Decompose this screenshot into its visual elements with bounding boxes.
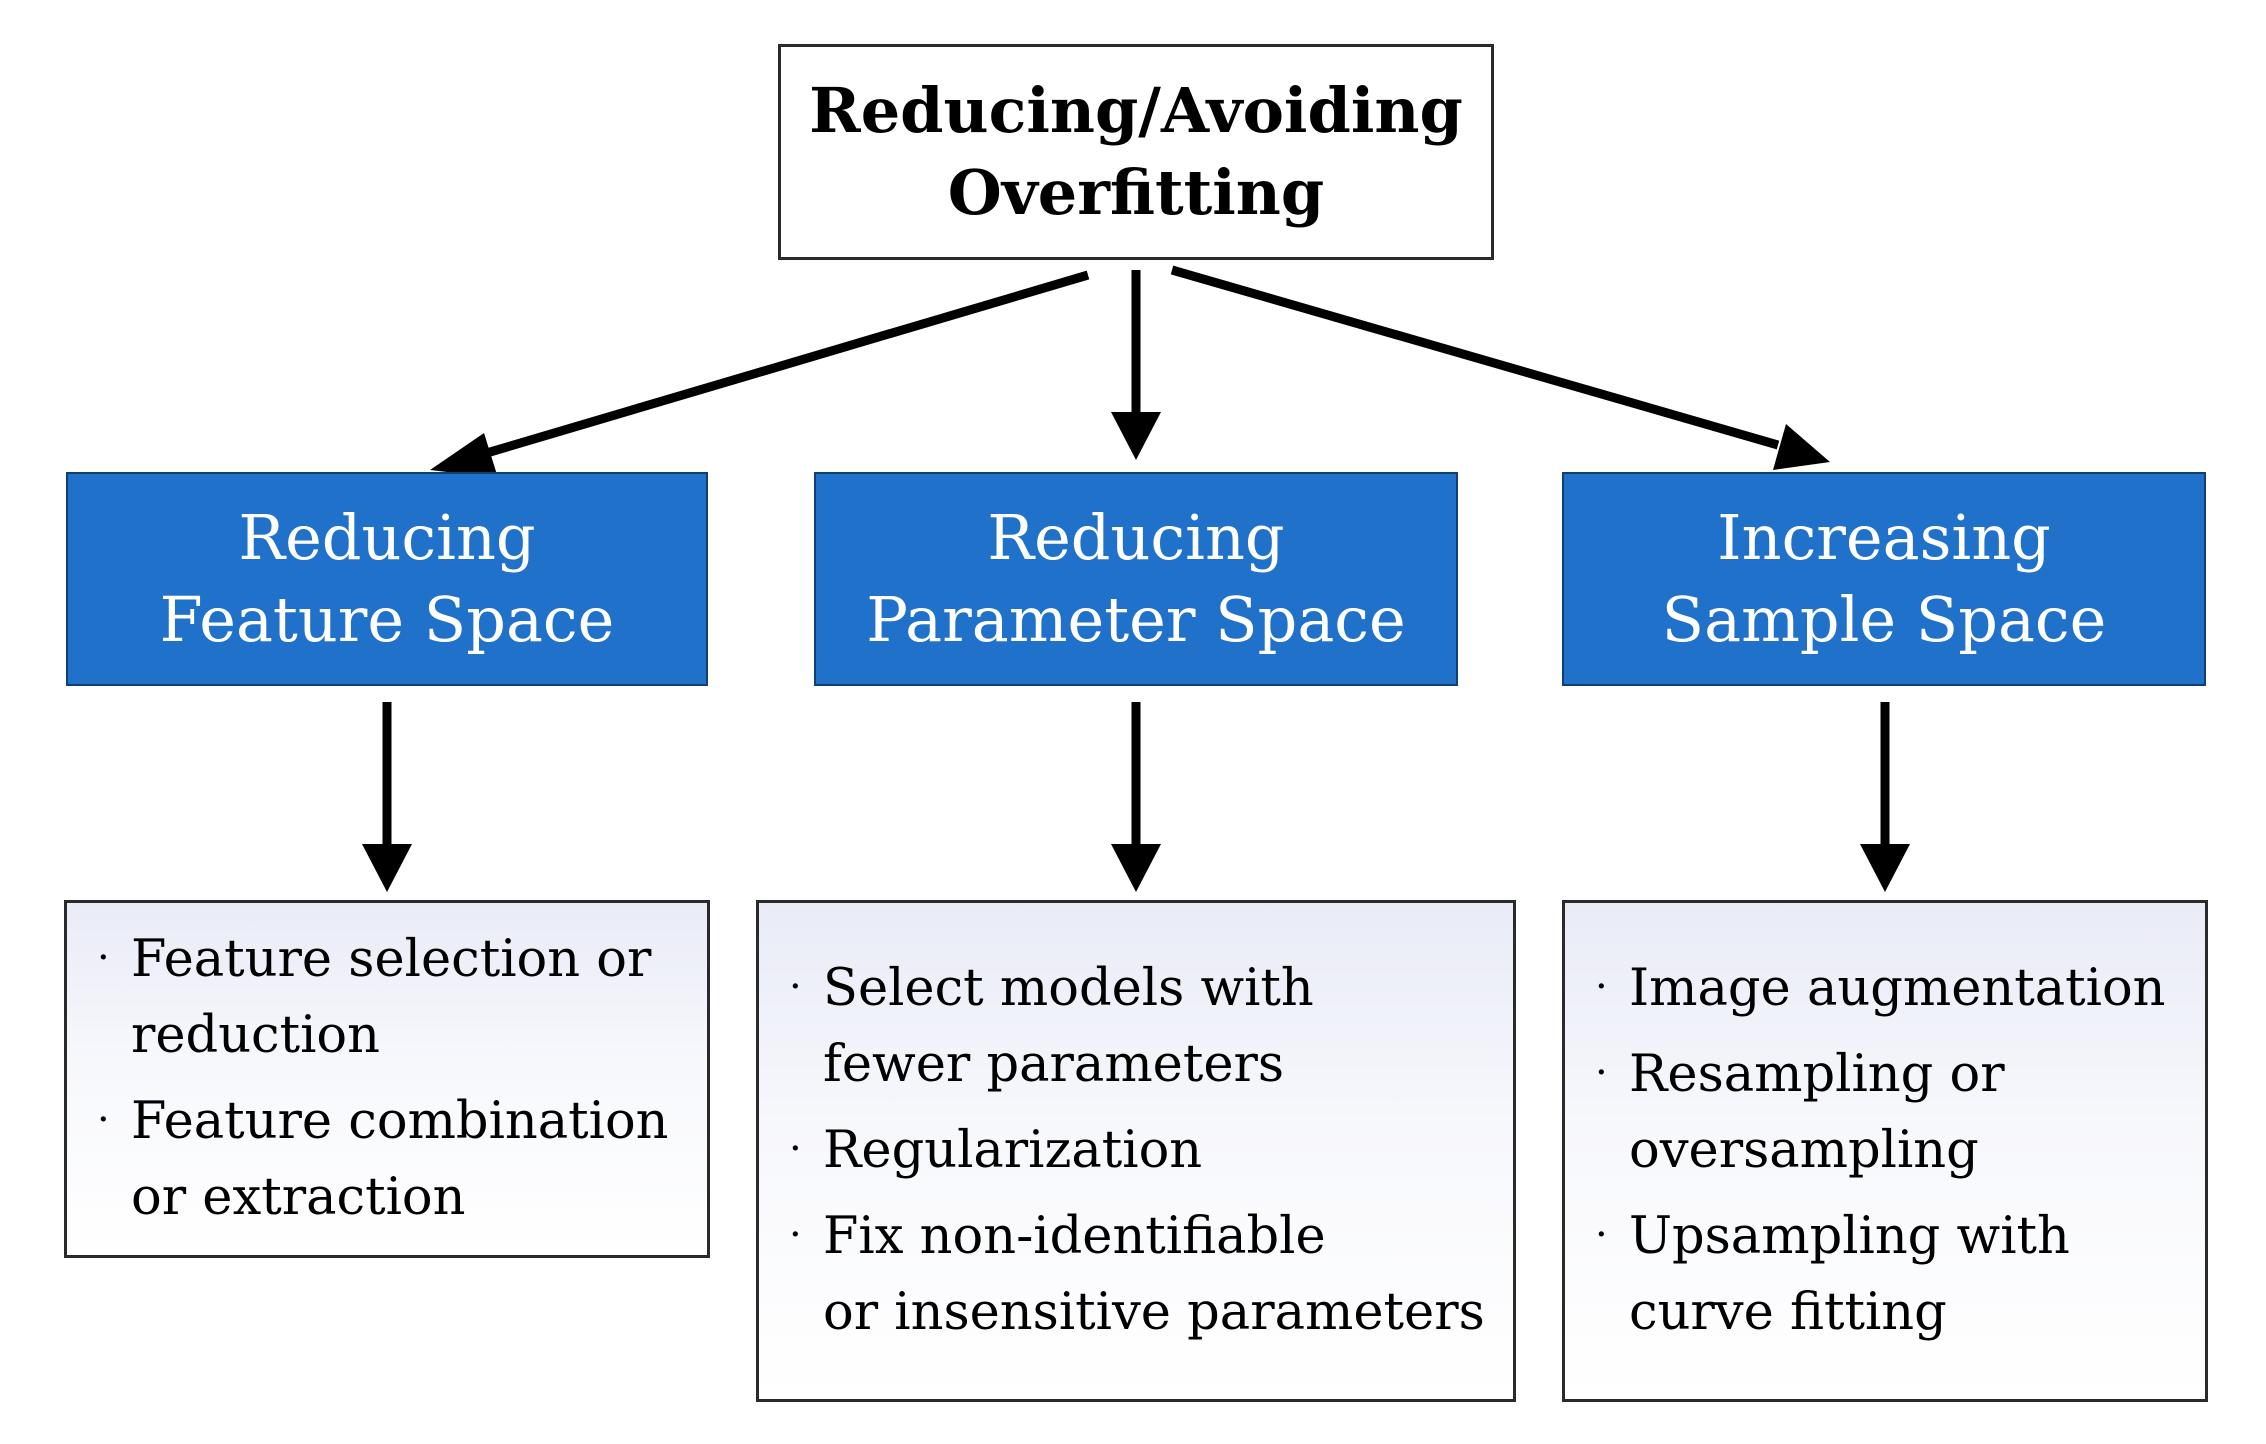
detail-item: · Upsampling with curve fitting [1577, 1199, 2205, 1351]
category-box-feature-space: Reducing Feature Space [66, 472, 708, 686]
root-box: Reducing/Avoiding Overfitting [778, 44, 1494, 260]
arrowhead-parameter-to-details [1111, 844, 1161, 892]
bullet-icon: · [97, 935, 110, 981]
detail-item: · Regularization [771, 1113, 1513, 1189]
category-title-line-1: Increasing [1717, 501, 2051, 574]
detail-item: · Resampling or oversampling [1577, 1037, 2205, 1189]
detail-item-line: reduction [131, 1006, 380, 1065]
category-title-line-2: Sample Space [1661, 583, 2107, 656]
category-box-sample-space: Increasing Sample Space [1562, 472, 2206, 686]
category-title-line-1: Reducing [238, 501, 536, 574]
detail-item-line: or insensitive parameters [823, 1283, 1485, 1342]
bullet-icon: · [1595, 1212, 1608, 1258]
bullet-icon: · [789, 1212, 802, 1258]
detail-item: · Feature selection or reduction [79, 922, 707, 1074]
detail-item-line: or extraction [131, 1168, 466, 1227]
detail-item: · Feature combination or extraction [79, 1084, 707, 1236]
bullet-icon: · [789, 1126, 802, 1172]
arrowhead-root-to-parameter [1111, 412, 1161, 460]
detail-item-line: fewer parameters [823, 1035, 1285, 1094]
root-title-line-2: Overfitting [947, 156, 1325, 229]
arrowhead-feature-to-details [362, 844, 412, 892]
detail-item-line: Regularization [823, 1121, 1203, 1180]
bullet-icon: · [97, 1097, 110, 1143]
detail-item-line: Select models with [823, 959, 1314, 1018]
detail-item-line: Resampling or [1629, 1045, 2005, 1104]
detail-item: · Image augmentation [1577, 951, 2205, 1027]
arrow-root-to-sample [1170, 265, 1780, 450]
arrowhead-root-to-sample [1773, 424, 1830, 470]
root-title-line-1: Reducing/Avoiding [809, 74, 1463, 147]
detail-item-line: Feature selection or [131, 930, 652, 989]
bullet-icon: · [1595, 964, 1608, 1010]
detail-item-line: curve fitting [1629, 1283, 1947, 1342]
details-box-feature-space: · Feature selection or reduction · Featu… [64, 900, 710, 1258]
detail-item-line: Upsampling with [1629, 1207, 2070, 1266]
detail-item-line: Image augmentation [1629, 959, 2166, 1018]
detail-item-line: Fix non-identifiable [823, 1207, 1326, 1266]
category-title-line-2: Parameter Space [866, 583, 1406, 656]
detail-item: · Select models with fewer parameters [771, 951, 1513, 1103]
details-box-sample-space: · Image augmentation · Resampling or ove… [1562, 900, 2208, 1402]
bullet-icon: · [789, 964, 802, 1010]
arrowhead-sample-to-details [1860, 844, 1910, 892]
category-title-line-1: Reducing [987, 501, 1285, 574]
detail-item: · Fix non-identifiable or insensitive pa… [771, 1199, 1513, 1351]
arrow-root-to-feature [478, 270, 1090, 460]
bullet-icon: · [1595, 1050, 1608, 1096]
detail-item-line: Feature combination [131, 1092, 669, 1151]
category-title-line-2: Feature Space [159, 583, 615, 656]
detail-item-line: oversampling [1629, 1121, 1979, 1180]
details-box-parameter-space: · Select models with fewer parameters · … [756, 900, 1516, 1402]
category-box-parameter-space: Reducing Parameter Space [814, 472, 1458, 686]
